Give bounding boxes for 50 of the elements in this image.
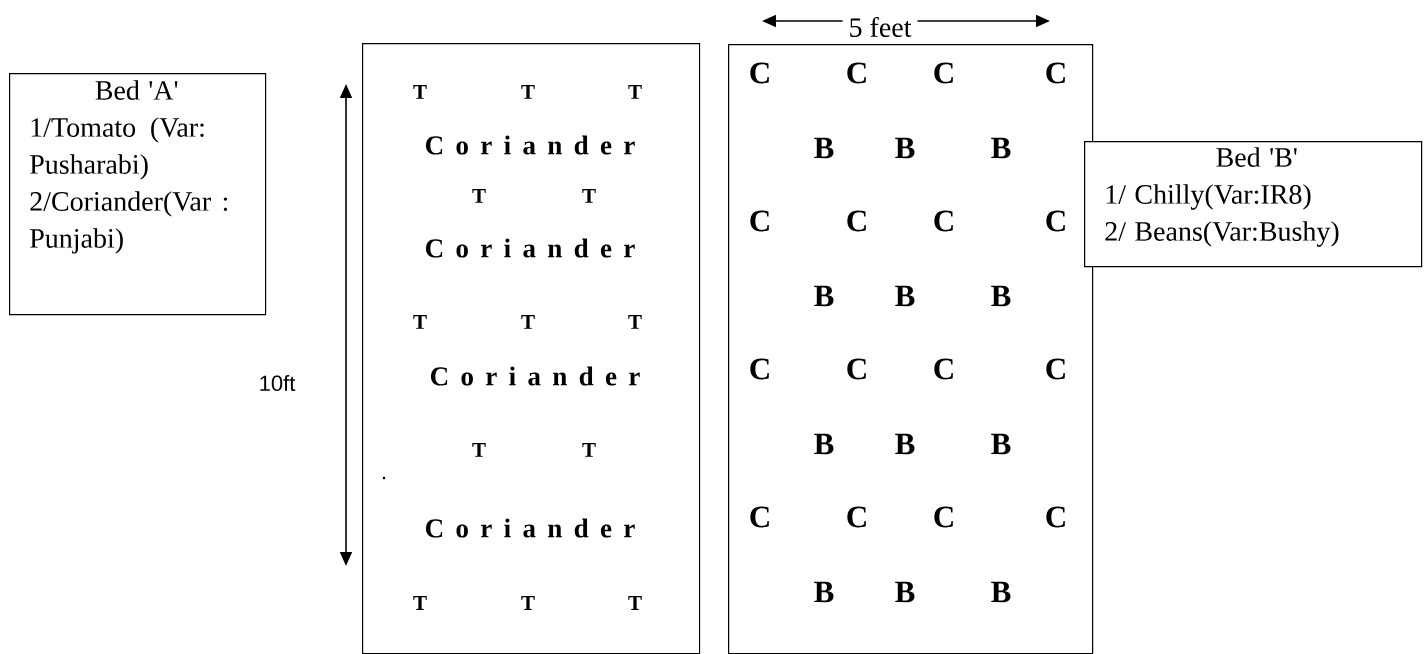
- plant-mark: B: [991, 433, 1011, 455]
- dot-mark: .: [382, 476, 386, 480]
- plant-mark: B: [895, 581, 915, 603]
- plant-mark: B: [991, 285, 1011, 307]
- plant-mark: B: [814, 285, 834, 307]
- plant-mark: C: [934, 210, 953, 232]
- plant-mark: C: [1046, 506, 1065, 528]
- plant-mark: C: [934, 62, 953, 84]
- plant-mark: C: [1046, 358, 1065, 380]
- crop-row-label: C o r i a n d e r: [425, 518, 635, 538]
- plant-mark: C: [847, 506, 866, 528]
- plant-mark: T: [582, 189, 596, 203]
- plant-mark: C: [750, 210, 769, 232]
- plant-mark: B: [814, 581, 834, 603]
- plant-mark: C: [847, 210, 866, 232]
- plant-mark: B: [991, 581, 1011, 603]
- plant-mark: T: [413, 596, 427, 610]
- plant-mark: T: [582, 443, 596, 457]
- plant-mark: T: [472, 443, 486, 457]
- plant-mark: T: [521, 85, 535, 99]
- plant-mark: B: [991, 137, 1011, 159]
- plant-mark: T: [628, 315, 642, 329]
- legend-box: Bed 'A' 1/Tomato (Var: Pusharabi) 2/Coriander(Var : Punjabi): [9, 73, 267, 316]
- crop-row-label: C o r i a n d e r: [425, 238, 635, 258]
- plant-mark: C: [750, 358, 769, 380]
- plant-mark: T: [472, 189, 486, 203]
- plant-mark: B: [895, 137, 915, 159]
- plant-mark: B: [895, 285, 915, 307]
- plant-mark: T: [628, 85, 642, 99]
- crop-row-label: C o r i a n d e r: [425, 135, 635, 155]
- legend-box: Bed 'B' 1/ Chilly(Var:IR8) 2/ Beans(Var:Bushy): [1084, 141, 1423, 268]
- dimension-label: 5 feet: [842, 16, 918, 38]
- plant-mark: C: [750, 506, 769, 528]
- plant-mark: B: [814, 137, 834, 159]
- plant-mark: T: [521, 315, 535, 329]
- plant-mark: C: [847, 62, 866, 84]
- plant-mark: C: [750, 62, 769, 84]
- plant-mark: T: [413, 85, 427, 99]
- plant-mark: T: [628, 596, 642, 610]
- dimension-label: 10ft: [260, 374, 296, 392]
- crop-row-label: C o r i a n d e r: [430, 366, 640, 386]
- plant-mark: C: [1046, 62, 1065, 84]
- plant-mark: C: [934, 506, 953, 528]
- plant-mark: C: [934, 358, 953, 380]
- plant-mark: B: [895, 433, 915, 455]
- plant-mark: T: [413, 315, 427, 329]
- plant-mark: T: [521, 596, 535, 610]
- plant-mark: C: [847, 358, 866, 380]
- plant-mark: B: [814, 433, 834, 455]
- plant-mark: C: [1046, 210, 1065, 232]
